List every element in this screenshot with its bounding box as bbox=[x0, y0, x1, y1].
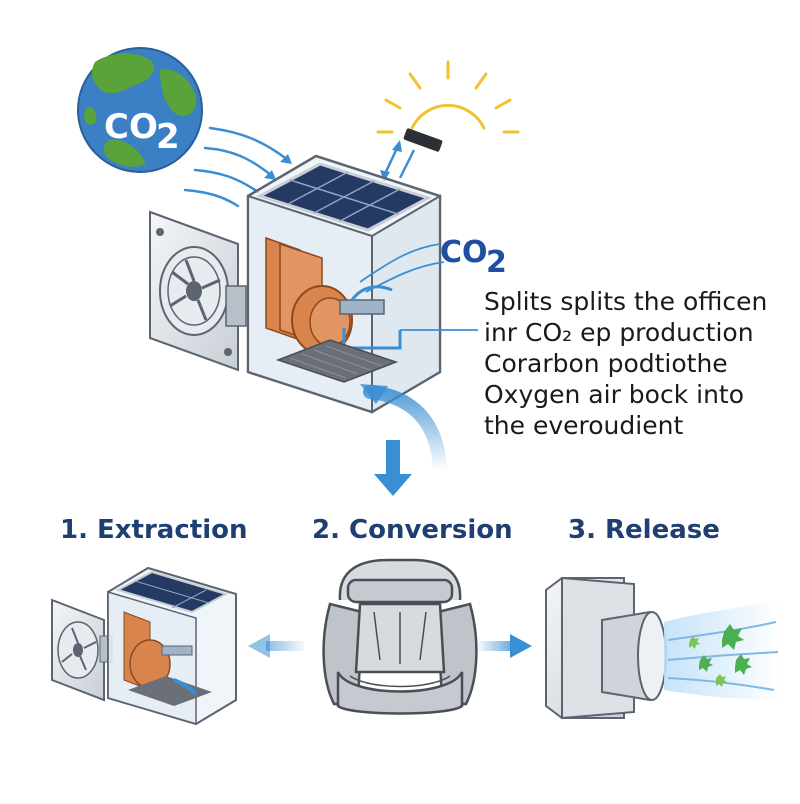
outflow-swoosh bbox=[360, 384, 447, 477]
description-line-5: the everoudient bbox=[484, 411, 683, 440]
globe-icon bbox=[77, 47, 203, 173]
sun-icon bbox=[376, 60, 520, 134]
description-line-4: Oxygen air bock into bbox=[484, 380, 744, 409]
description-line-2: inr CO₂ ep production bbox=[484, 318, 754, 347]
leaf-icon bbox=[689, 624, 752, 687]
device-co2-subscript: 2 bbox=[486, 245, 507, 280]
internal-tubes bbox=[342, 285, 402, 350]
vent-icon bbox=[545, 576, 668, 720]
description-block: Splits splits the officen inr CO₂ ep pro… bbox=[484, 287, 767, 440]
description-line-3: Corarbon podtiothe bbox=[484, 349, 728, 378]
callout-lines bbox=[359, 243, 478, 331]
motor-icon bbox=[291, 285, 385, 355]
airflow-arrowheads bbox=[264, 154, 292, 180]
extraction-device bbox=[149, 154, 478, 414]
device-co2-label: CO bbox=[440, 235, 488, 270]
car-seat-icon bbox=[322, 558, 478, 715]
down-arrow-icon bbox=[374, 440, 412, 496]
filter-mesh bbox=[275, 339, 399, 383]
description-line-1: Splits splits the officen bbox=[484, 287, 767, 316]
globe-co2-subscript: 2 bbox=[156, 117, 180, 157]
arrow-to-release-icon bbox=[478, 634, 532, 658]
step-1-title: 1. Extraction bbox=[60, 515, 247, 545]
step-1-device-icon bbox=[51, 566, 237, 726]
airflow-streaks bbox=[183, 126, 290, 208]
exchange-arrowheads bbox=[380, 140, 402, 182]
step-2-title: 2. Conversion bbox=[312, 515, 513, 545]
step-3-title: 3. Release bbox=[568, 515, 720, 545]
arrow-to-extraction-icon bbox=[248, 634, 304, 658]
fan-icon bbox=[149, 210, 239, 372]
exchange-arrows bbox=[382, 145, 416, 179]
sensor-tile-icon bbox=[403, 128, 443, 152]
solar-panel-icon bbox=[256, 162, 432, 232]
globe-co2-label: CO bbox=[104, 107, 158, 147]
